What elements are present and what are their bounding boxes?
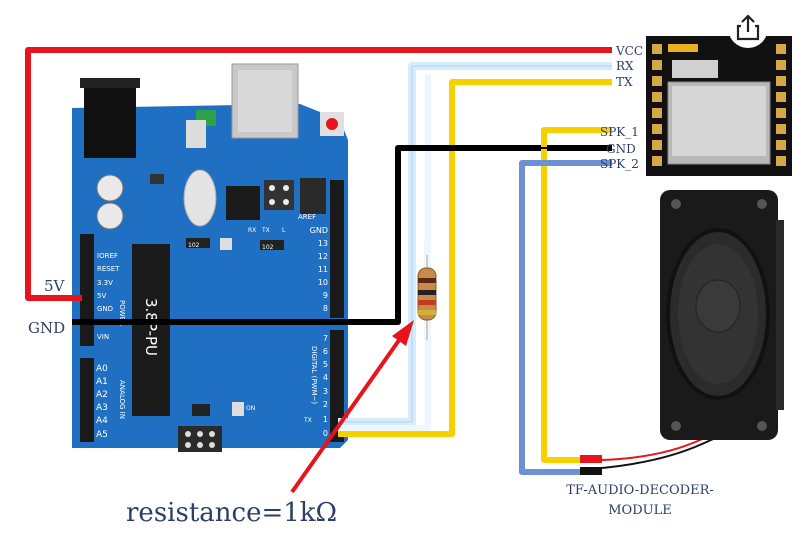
wires: [25, 47, 721, 475]
power-pin-reset: RESET: [97, 265, 120, 273]
analog-pin-a1: A1: [96, 377, 108, 387]
digital-pin-11: 11: [318, 265, 328, 274]
module-pin-vcc: VCC: [615, 44, 643, 58]
digital-pin-3: 3: [323, 387, 328, 396]
resistance-arrow: [290, 320, 414, 494]
digital-pin-0: 0: [323, 429, 328, 438]
wire-gnd-black: [72, 145, 612, 325]
digital-pin-9: 9: [323, 291, 328, 300]
digital-pin-gnd: GND: [310, 226, 328, 235]
arduino-board: 102 102 RX TX L ON 3.8P-PU IOREF RESET 3…: [72, 63, 348, 452]
power-header: [80, 234, 94, 346]
on-label: ON: [246, 405, 255, 412]
digital-pin-12: 12: [318, 252, 328, 261]
digital-pin-2: 2: [323, 400, 328, 409]
dc-jack: [84, 80, 136, 158]
module-pin-rx: RX: [616, 59, 634, 73]
analog-pin-a3: A3: [96, 403, 108, 413]
analog-pin-a4: A4: [96, 416, 108, 426]
module-pin-tx: TX: [616, 75, 633, 89]
resistor-1k: [417, 240, 437, 340]
aref-label: AREF: [298, 213, 316, 221]
digital-header-bottom: [330, 330, 344, 442]
share-icon: [736, 14, 760, 41]
module-pin-spk2: SPK_2: [600, 157, 639, 171]
atmega-chip: [132, 244, 170, 416]
digital-pin-6: 6: [323, 347, 328, 356]
module-pin-spk1: SPK_1: [600, 125, 639, 139]
rx-led-label: RX: [248, 227, 256, 234]
wire-spk1-yellow: [541, 127, 612, 463]
digital-pin-7: 7: [323, 334, 328, 343]
digital-title: DIGITAL (PWM~): [310, 346, 318, 404]
label-gnd: GND: [28, 319, 65, 337]
digital-pin-4: 4: [323, 373, 328, 382]
resistor-code-b: 102: [262, 244, 274, 251]
digital-header-top: [330, 180, 344, 318]
resistor-code-a: 102: [188, 242, 200, 249]
power-pin-ioref: IOREF: [97, 252, 118, 260]
analog-pin-a5: A5: [96, 430, 108, 440]
wire-tx-yellow: [338, 79, 612, 437]
tx-led-label: TX: [261, 227, 270, 234]
analog-pin-a2: A2: [96, 390, 108, 400]
digital-pin-10: 10: [318, 278, 328, 287]
digital-pin-5: 5: [323, 360, 328, 369]
digital-pin-13: 13: [318, 239, 328, 248]
crystal: [183, 169, 217, 227]
label-5v: 5V: [44, 277, 66, 295]
chip-label: 3.8P-PU: [142, 298, 160, 356]
power-pin-5v: 5V: [97, 292, 106, 300]
l-led-label: L: [282, 227, 286, 234]
module-name-line2: MODULE: [608, 503, 671, 518]
speaker: [660, 190, 784, 440]
module-pin-gnd: GND: [606, 142, 636, 156]
power-pin-vin: VIN: [97, 333, 109, 341]
wire-5v-red: [25, 47, 612, 301]
resistance-label: resistance=1kΩ: [126, 498, 337, 528]
power-pin-3v3: 3.3V: [97, 279, 113, 287]
digital-pin-1: 1: [323, 415, 328, 424]
power-pin-gnd1: GND: [97, 305, 113, 313]
module-name-line1: TF-AUDIO-DECODER-: [566, 483, 714, 498]
tx-pin-label: TX: [303, 417, 312, 424]
analog-header: [80, 358, 94, 442]
tf-audio-module: [646, 36, 792, 176]
wire-spk2-blue: [519, 160, 612, 475]
digital-pin-8: 8: [323, 304, 328, 313]
power-title: POWER: [118, 300, 126, 326]
analog-pin-a0: A0: [96, 364, 108, 374]
analog-title: ANALOG IN: [118, 380, 126, 419]
share-button[interactable]: [728, 8, 768, 48]
